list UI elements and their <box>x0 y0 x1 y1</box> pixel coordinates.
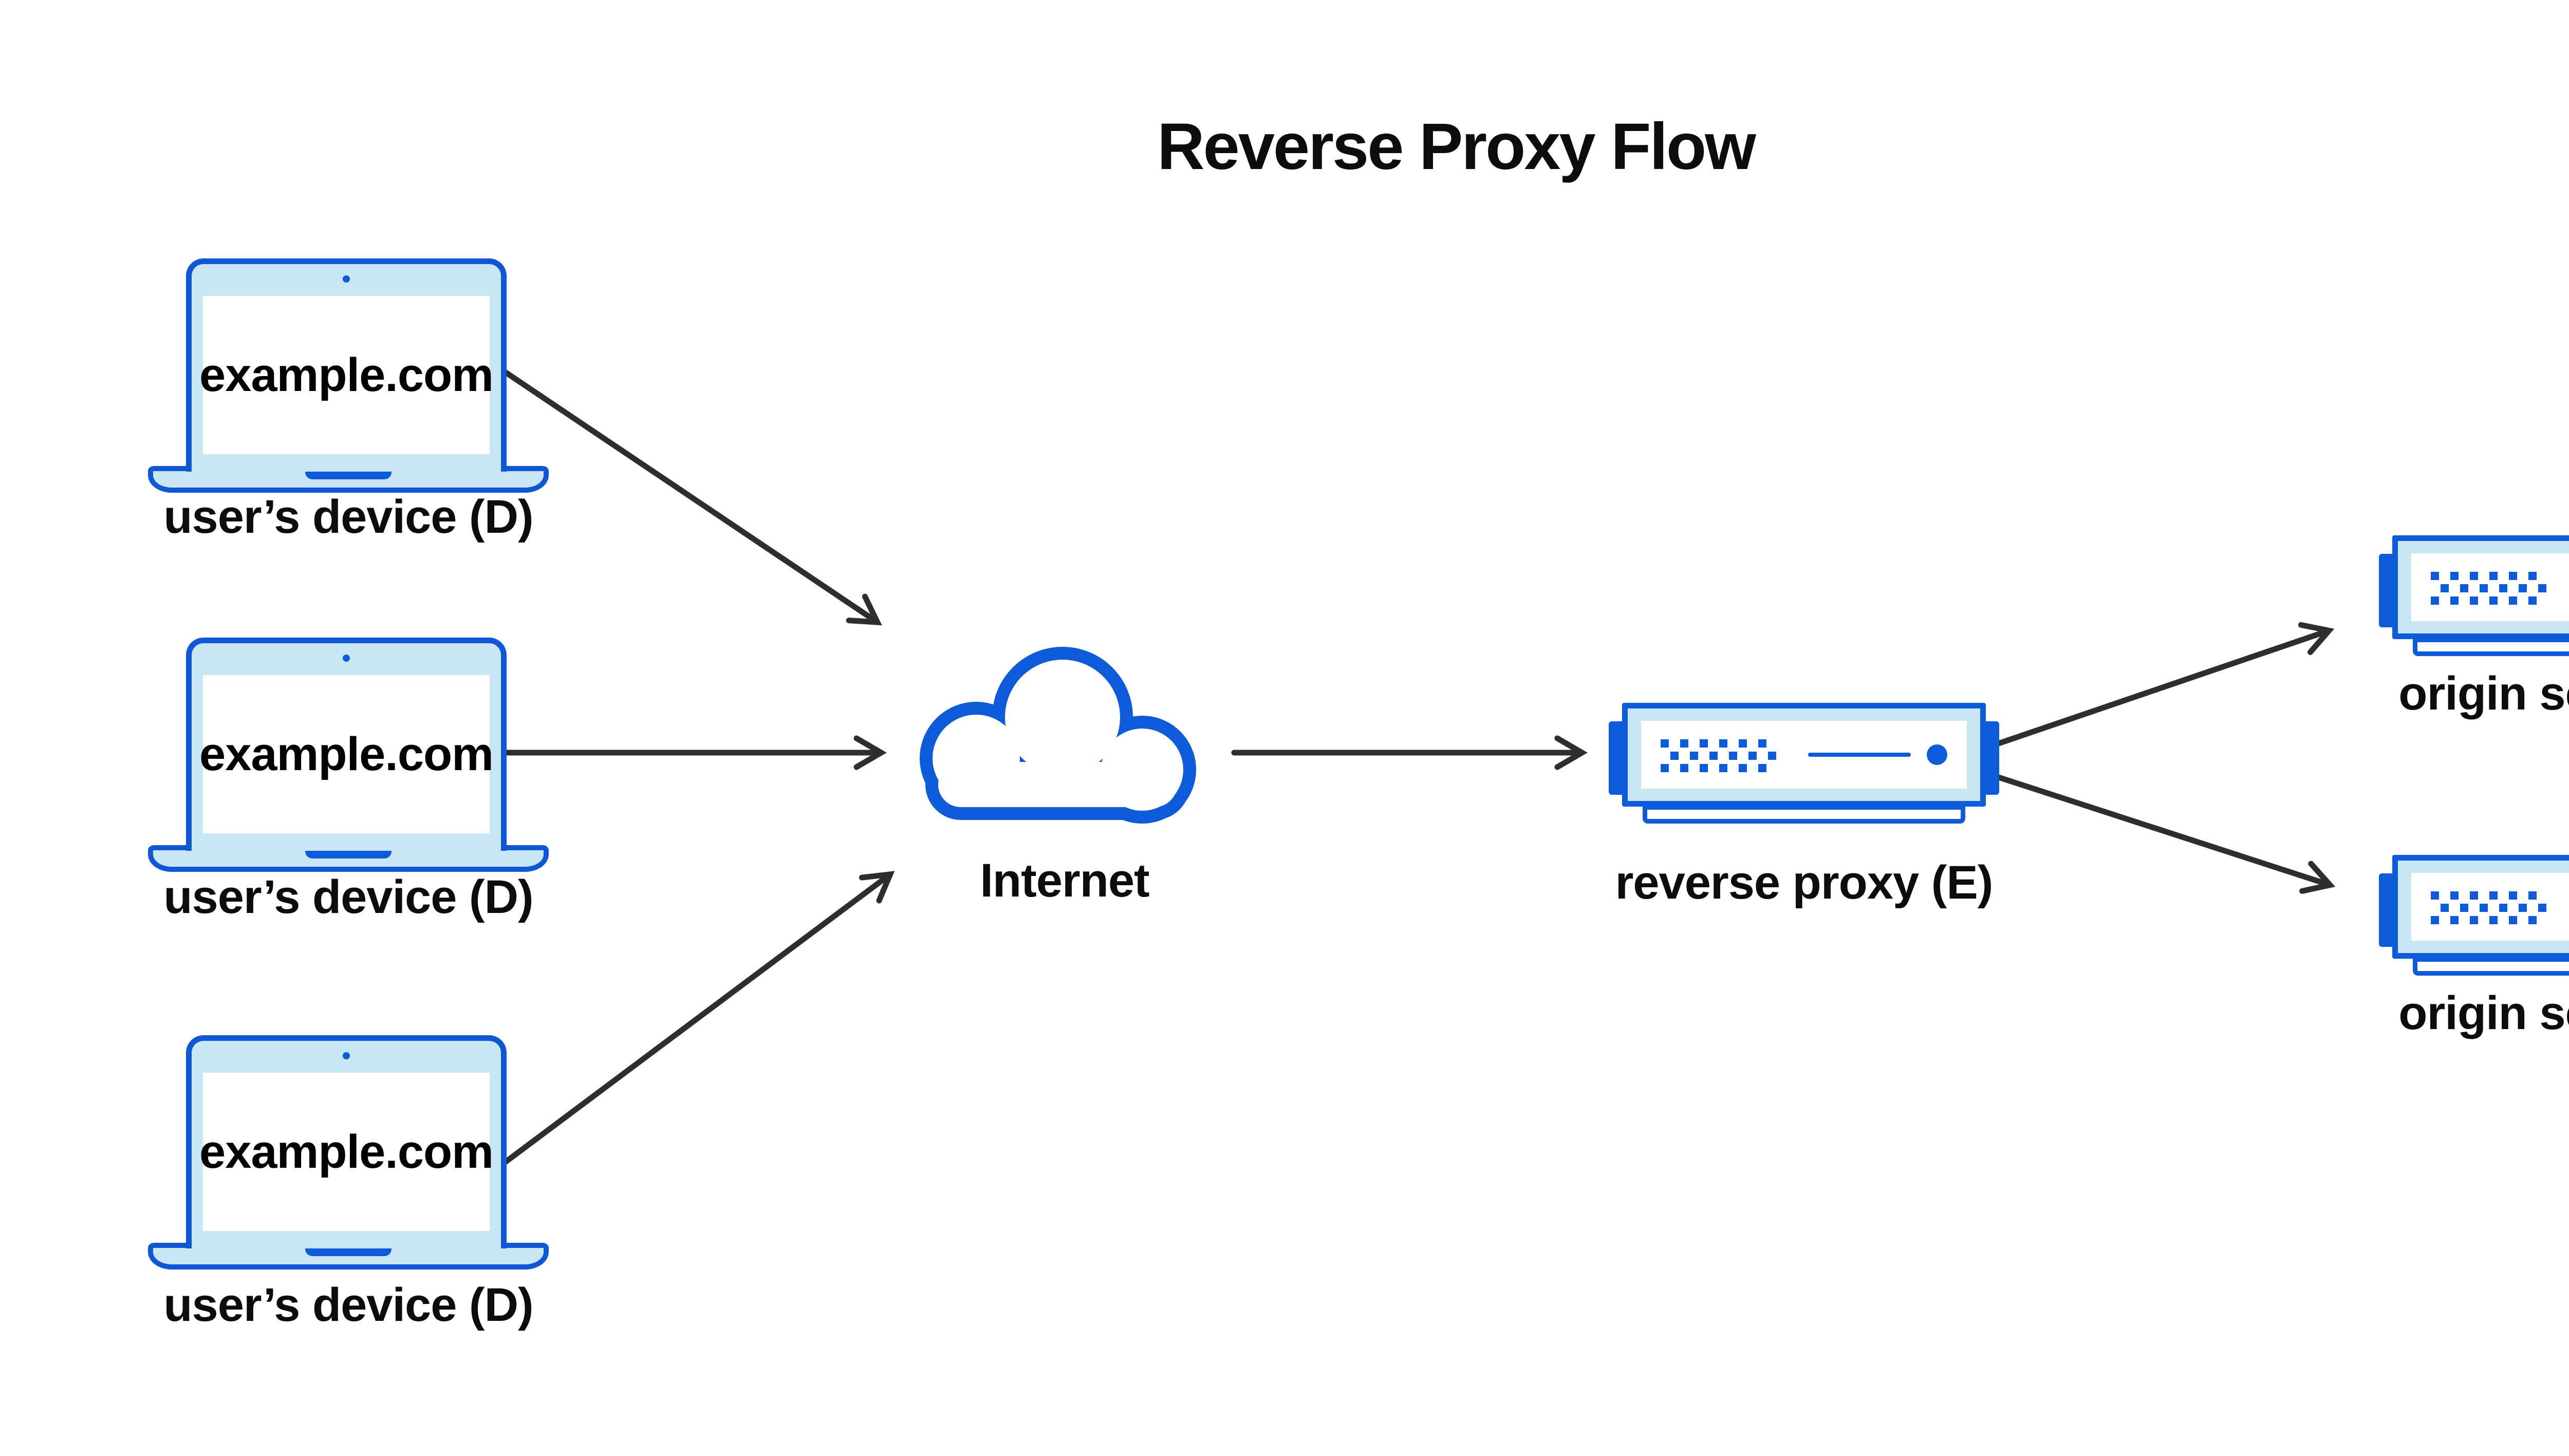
cloud-icon <box>920 647 1196 824</box>
laptop-screen: example.com <box>199 675 494 833</box>
arrow-device1-to-internet <box>500 368 882 626</box>
user-device-1-label: user’s device (D) <box>163 491 533 543</box>
server-tray <box>2413 957 2569 976</box>
laptop-notch <box>305 471 392 479</box>
server-led-icon <box>1927 744 1947 765</box>
arrow-proxy-to-origin2 <box>1996 774 2336 894</box>
server-vents-icon <box>1661 739 1776 772</box>
server-faceplate <box>2411 553 2569 621</box>
server-faceplate <box>1641 721 1967 789</box>
server-icon <box>2392 855 2569 959</box>
origin-server-2-label: origin server (F) <box>2398 987 2569 1039</box>
server-tray <box>1643 805 1965 824</box>
screen-url-text: example.com <box>199 1125 494 1178</box>
webcam-icon <box>343 275 350 283</box>
server-icon <box>2392 535 2569 639</box>
screen-url-text: example.com <box>199 727 494 780</box>
webcam-icon <box>343 1052 350 1059</box>
server-vents-icon <box>2431 572 2546 605</box>
user-device-1: example.com <box>148 258 549 495</box>
server-tray <box>2413 638 2569 656</box>
page-title: Reverse Proxy Flow <box>1157 110 1756 183</box>
screen-url-text: example.com <box>199 348 494 401</box>
webcam-icon <box>343 655 350 662</box>
server-vents-icon <box>2431 891 2546 924</box>
laptop-icon: example.com <box>186 1035 507 1248</box>
reverse-proxy-node <box>1609 703 1999 826</box>
server-icon <box>1622 703 1986 807</box>
laptop-icon: example.com <box>186 638 507 851</box>
user-device-2-label: user’s device (D) <box>163 871 533 923</box>
user-device-2: example.com <box>148 638 549 874</box>
internet-label: Internet <box>980 854 1149 907</box>
user-device-3-label: user’s device (D) <box>163 1279 533 1331</box>
server-faceplate <box>2411 873 2569 941</box>
arrow-proxy-to-origin1 <box>1996 622 2335 746</box>
arrow-device3-to-internet <box>499 871 895 1167</box>
laptop-notch <box>305 1248 392 1256</box>
origin-server-2-node <box>2379 855 2569 978</box>
origin-server-1-node <box>2379 535 2569 659</box>
user-device-3: example.com <box>148 1035 549 1272</box>
laptop-screen: example.com <box>199 296 494 454</box>
laptop-notch <box>305 850 392 858</box>
laptop-icon: example.com <box>186 258 507 472</box>
reverse-proxy-label: reverse proxy (E) <box>1615 856 1994 909</box>
server-slot-icon <box>1808 753 1911 757</box>
origin-server-1-label: origin server (F) <box>2398 667 2569 720</box>
laptop-screen: example.com <box>199 1073 494 1231</box>
